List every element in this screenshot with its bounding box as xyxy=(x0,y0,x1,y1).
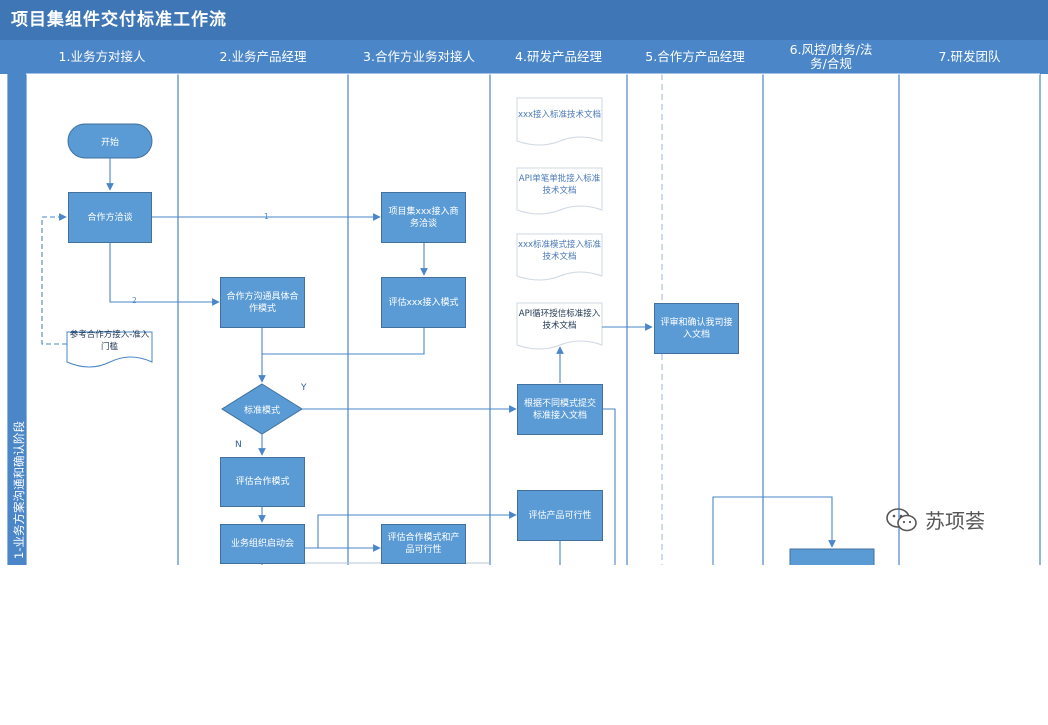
standard-mode-text: 标准模式 xyxy=(243,405,280,416)
doc2-shape xyxy=(516,167,603,215)
lane-header-1: 1.业务方对接人 xyxy=(58,49,146,64)
watermark-text: 苏项荟 xyxy=(925,509,985,533)
edge-label-1: 1 xyxy=(264,212,269,221)
edge-label-2: 2 xyxy=(132,296,137,305)
eval-coop-mode-box: 评估合作模式 xyxy=(220,457,305,507)
title-bar xyxy=(0,0,1048,40)
start-node: 开始 xyxy=(100,137,119,148)
lane-header-7: 7.研发团队 xyxy=(938,49,1001,64)
eval-feasibility-box: 评估产品可行性 xyxy=(517,490,603,541)
kickoff-box: 业务组织启动会 xyxy=(220,524,305,564)
eval-access-mode-box: 评估xxx接入模式 xyxy=(381,277,466,328)
doc2-text: API单笔单批接入标准技术文档 xyxy=(518,174,601,196)
doc1-text: xxx接入标准技术文档 xyxy=(517,110,602,120)
eval-coop-product-box: 评估合作模式和产品可行性 xyxy=(381,524,466,564)
submit-docs-box: 根据不同模式提交标准接入文档 xyxy=(517,384,603,435)
doc1-shape xyxy=(516,97,603,146)
flow-diagram xyxy=(7,40,1041,565)
doc4-text: API循环授信标准接入技术文档 xyxy=(518,309,601,331)
lane-header-2: 2.业务产品经理 xyxy=(219,49,307,64)
lane-header-4: 4.研发产品经理 xyxy=(515,49,602,64)
page-title: 项目集组件交付标准工作流 xyxy=(11,10,227,30)
partner-talk-box: 合作方洽谈 xyxy=(68,192,152,243)
doc3-text: xxx标准模式接入标准技术文档 xyxy=(517,240,602,262)
comm-coop-mode-box: 合作方沟通具体合作模式 xyxy=(220,277,305,328)
branch-label-no: N xyxy=(235,440,242,450)
review-docs-box: 评审和确认我司接入文档 xyxy=(654,303,739,354)
phase-band xyxy=(8,74,26,565)
lane6-partial-box xyxy=(789,548,875,565)
lane-header-6: 6.风控/财务/法务/合规 xyxy=(789,42,873,71)
project-biz-talk-box: 项目集xxx接入商务洽谈 xyxy=(381,192,466,243)
ref-doc-shape xyxy=(66,331,153,368)
lane-header-3: 3.合作方业务对接人 xyxy=(363,49,475,64)
ref-doc-text: 参考合作方接入-准入门槛 xyxy=(69,330,150,352)
doc3-shape xyxy=(516,233,603,281)
branch-label-yes: Y xyxy=(301,383,307,393)
lane-header-5: 5.合作方产品经理 xyxy=(645,49,745,64)
watermark: 苏项荟 xyxy=(885,505,985,534)
doc4-shape xyxy=(516,302,603,350)
wechat-icon xyxy=(886,507,917,531)
lane-header-row xyxy=(0,40,1048,74)
